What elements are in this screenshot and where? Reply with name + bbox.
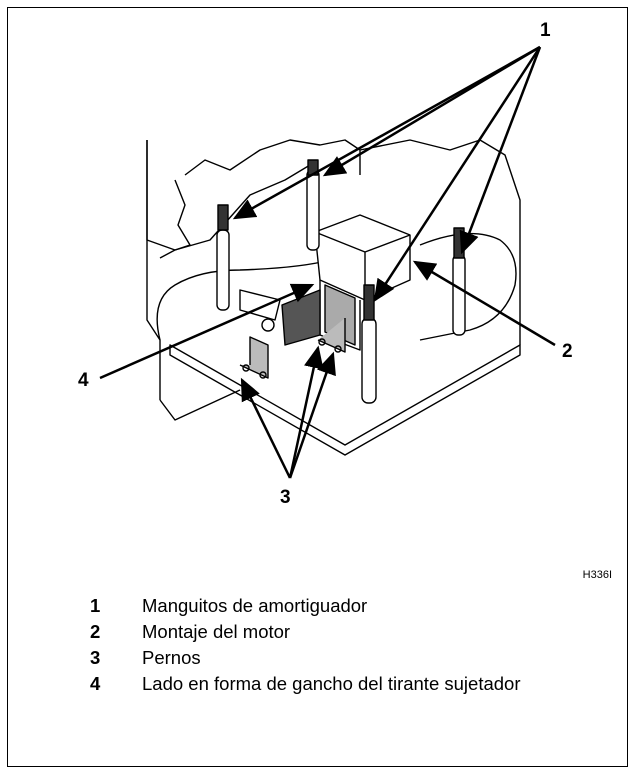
figure-id: H336I — [582, 569, 612, 581]
leader-1c — [459, 46, 542, 255]
base-plate — [169, 344, 521, 456]
legend-item: 3 Pernos — [90, 646, 610, 670]
legend-text: Montaje del motor — [142, 621, 291, 642]
shock-absorber-diagram — [99, 45, 556, 479]
leader-1b — [322, 45, 541, 177]
legend-number: 2 — [90, 621, 101, 642]
callout-2: 2 — [562, 341, 573, 362]
legend-item: 4 Lado en forma de gancho del tirante su… — [90, 672, 610, 696]
legend-item: 1 Manguitos de amortiguador — [90, 594, 610, 618]
callout-3: 3 — [280, 487, 291, 508]
callout-1: 1 — [540, 20, 551, 41]
legend-number: 3 — [90, 647, 101, 668]
leader-4 — [99, 283, 315, 380]
legend-text: Manguitos de amortiguador — [142, 595, 368, 616]
leader-3c — [288, 351, 336, 479]
cabinet-outline — [146, 140, 176, 400]
legend-text: Pernos — [142, 647, 201, 668]
leader-3a — [240, 377, 292, 479]
leader-1a — [232, 45, 541, 220]
legend: 1 Manguitos de amortiguador 2 Montaje de… — [90, 594, 610, 698]
shock-absorber — [216, 159, 466, 404]
legend-number: 4 — [90, 673, 101, 694]
leader-3b — [288, 345, 324, 479]
callout-4: 4 — [78, 370, 89, 391]
leader-1d — [373, 46, 542, 303]
legend-number: 1 — [90, 595, 101, 616]
legend-text: Lado en forma de gancho del tirante suje… — [142, 673, 521, 694]
leader-2 — [412, 260, 556, 347]
legend-item: 2 Montaje del motor — [90, 620, 610, 644]
